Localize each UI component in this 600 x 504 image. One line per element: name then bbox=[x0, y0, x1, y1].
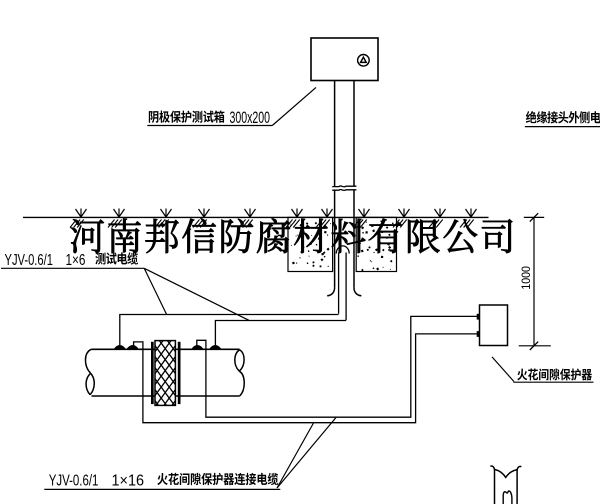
svg-text:1×16: 1×16 bbox=[112, 472, 144, 490]
svg-text:YJV-0.6/1: YJV-0.6/1 bbox=[5, 251, 53, 268]
svg-text:1000: 1000 bbox=[520, 266, 533, 289]
svg-text:1×6: 1×6 bbox=[66, 251, 86, 268]
svg-text:300x200: 300x200 bbox=[230, 108, 271, 127]
svg-text:YJV-0.6/1: YJV-0.6/1 bbox=[49, 472, 99, 489]
